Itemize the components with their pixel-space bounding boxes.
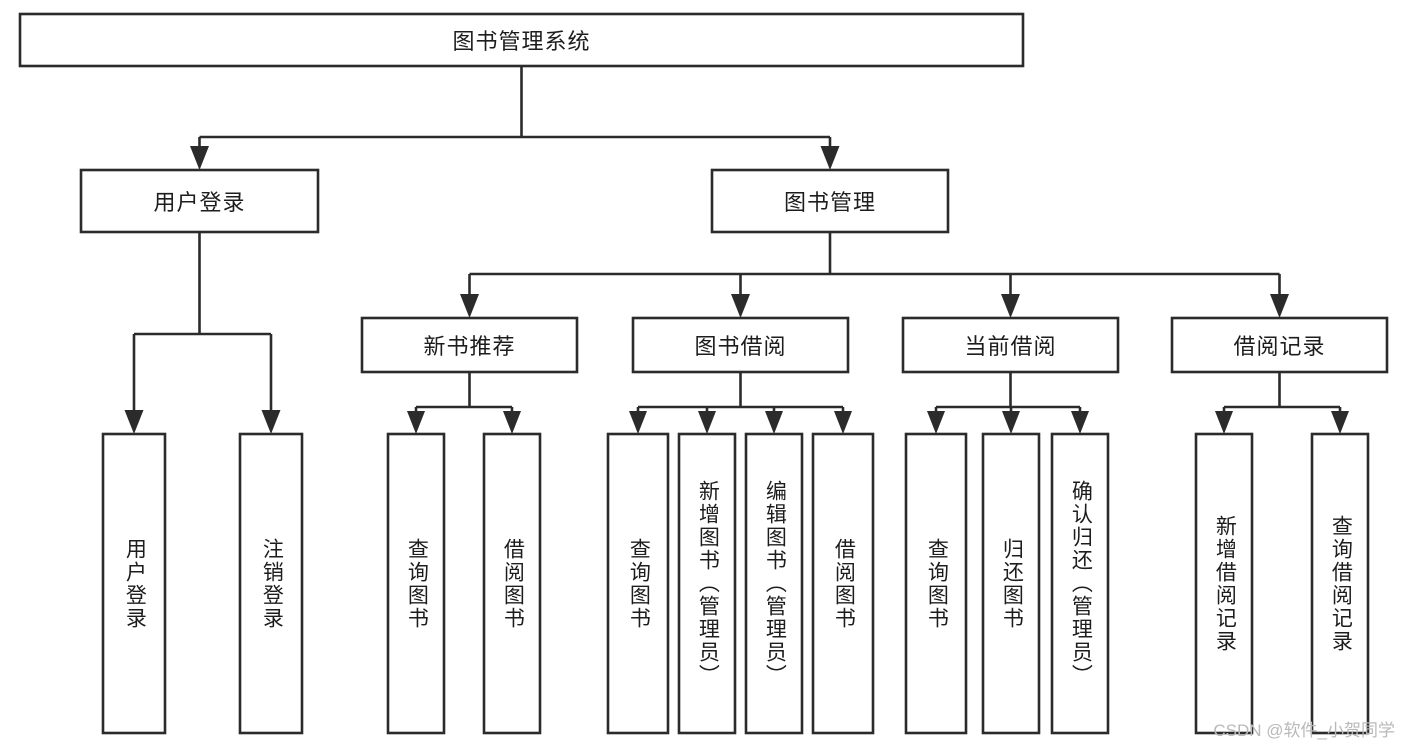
node-box-borrow-record[interactable] <box>1170 316 1389 374</box>
node-box-confirm-return[interactable] <box>1050 432 1110 735</box>
arrowhead-book-borrow <box>731 294 750 318</box>
node-box-borrow-book-2[interactable] <box>811 432 875 735</box>
node-box-root[interactable] <box>18 12 1025 68</box>
node-box-edit-book[interactable] <box>744 432 804 735</box>
arrowhead-query-book-1 <box>407 411 425 434</box>
arrowhead-current-borrow <box>1001 294 1020 318</box>
node-box-user-login-do[interactable] <box>101 432 167 735</box>
node-box-borrow-book-1[interactable] <box>482 432 542 735</box>
arrowhead-borrow-book-1 <box>503 411 521 434</box>
node-box-user-login[interactable] <box>79 168 320 234</box>
node-box-current-borrow[interactable] <box>901 316 1120 374</box>
arrowhead-borrow-record <box>1270 294 1289 318</box>
arrowhead-return-book <box>1002 411 1020 434</box>
node-box-return-book[interactable] <box>981 432 1041 735</box>
node-box-book-borrow[interactable] <box>631 316 850 374</box>
arrowhead-user-login <box>190 146 209 170</box>
arrowhead-borrow-book-2 <box>834 411 852 434</box>
arrowhead-add-borrow-record <box>1215 411 1233 434</box>
arrowhead-user-login-do <box>124 410 144 434</box>
node-box-query-book-1[interactable] <box>386 432 446 735</box>
node-box-add-book[interactable] <box>677 432 737 735</box>
arrowhead-confirm-return <box>1071 411 1089 434</box>
arrowhead-add-book <box>698 411 716 434</box>
arrowhead-book-manage <box>820 146 840 170</box>
node-box-query-book-2[interactable] <box>606 432 670 735</box>
arrowhead-query-book-2 <box>629 411 647 434</box>
node-box-query-borrow-record[interactable] <box>1310 432 1370 735</box>
arrowhead-query-borrow-record <box>1331 411 1349 434</box>
arrowhead-query-book-3 <box>927 411 945 434</box>
arrowhead-user-logout <box>261 410 281 434</box>
node-box-user-logout[interactable] <box>238 432 304 735</box>
arrowhead-edit-book <box>765 411 783 434</box>
node-box-new-book-recommend[interactable] <box>360 316 579 374</box>
node-box-book-manage[interactable] <box>710 168 950 234</box>
node-box-add-borrow-record[interactable] <box>1194 432 1254 735</box>
arrowhead-new-book-recommend <box>460 294 479 318</box>
node-box-query-book-3[interactable] <box>904 432 968 735</box>
